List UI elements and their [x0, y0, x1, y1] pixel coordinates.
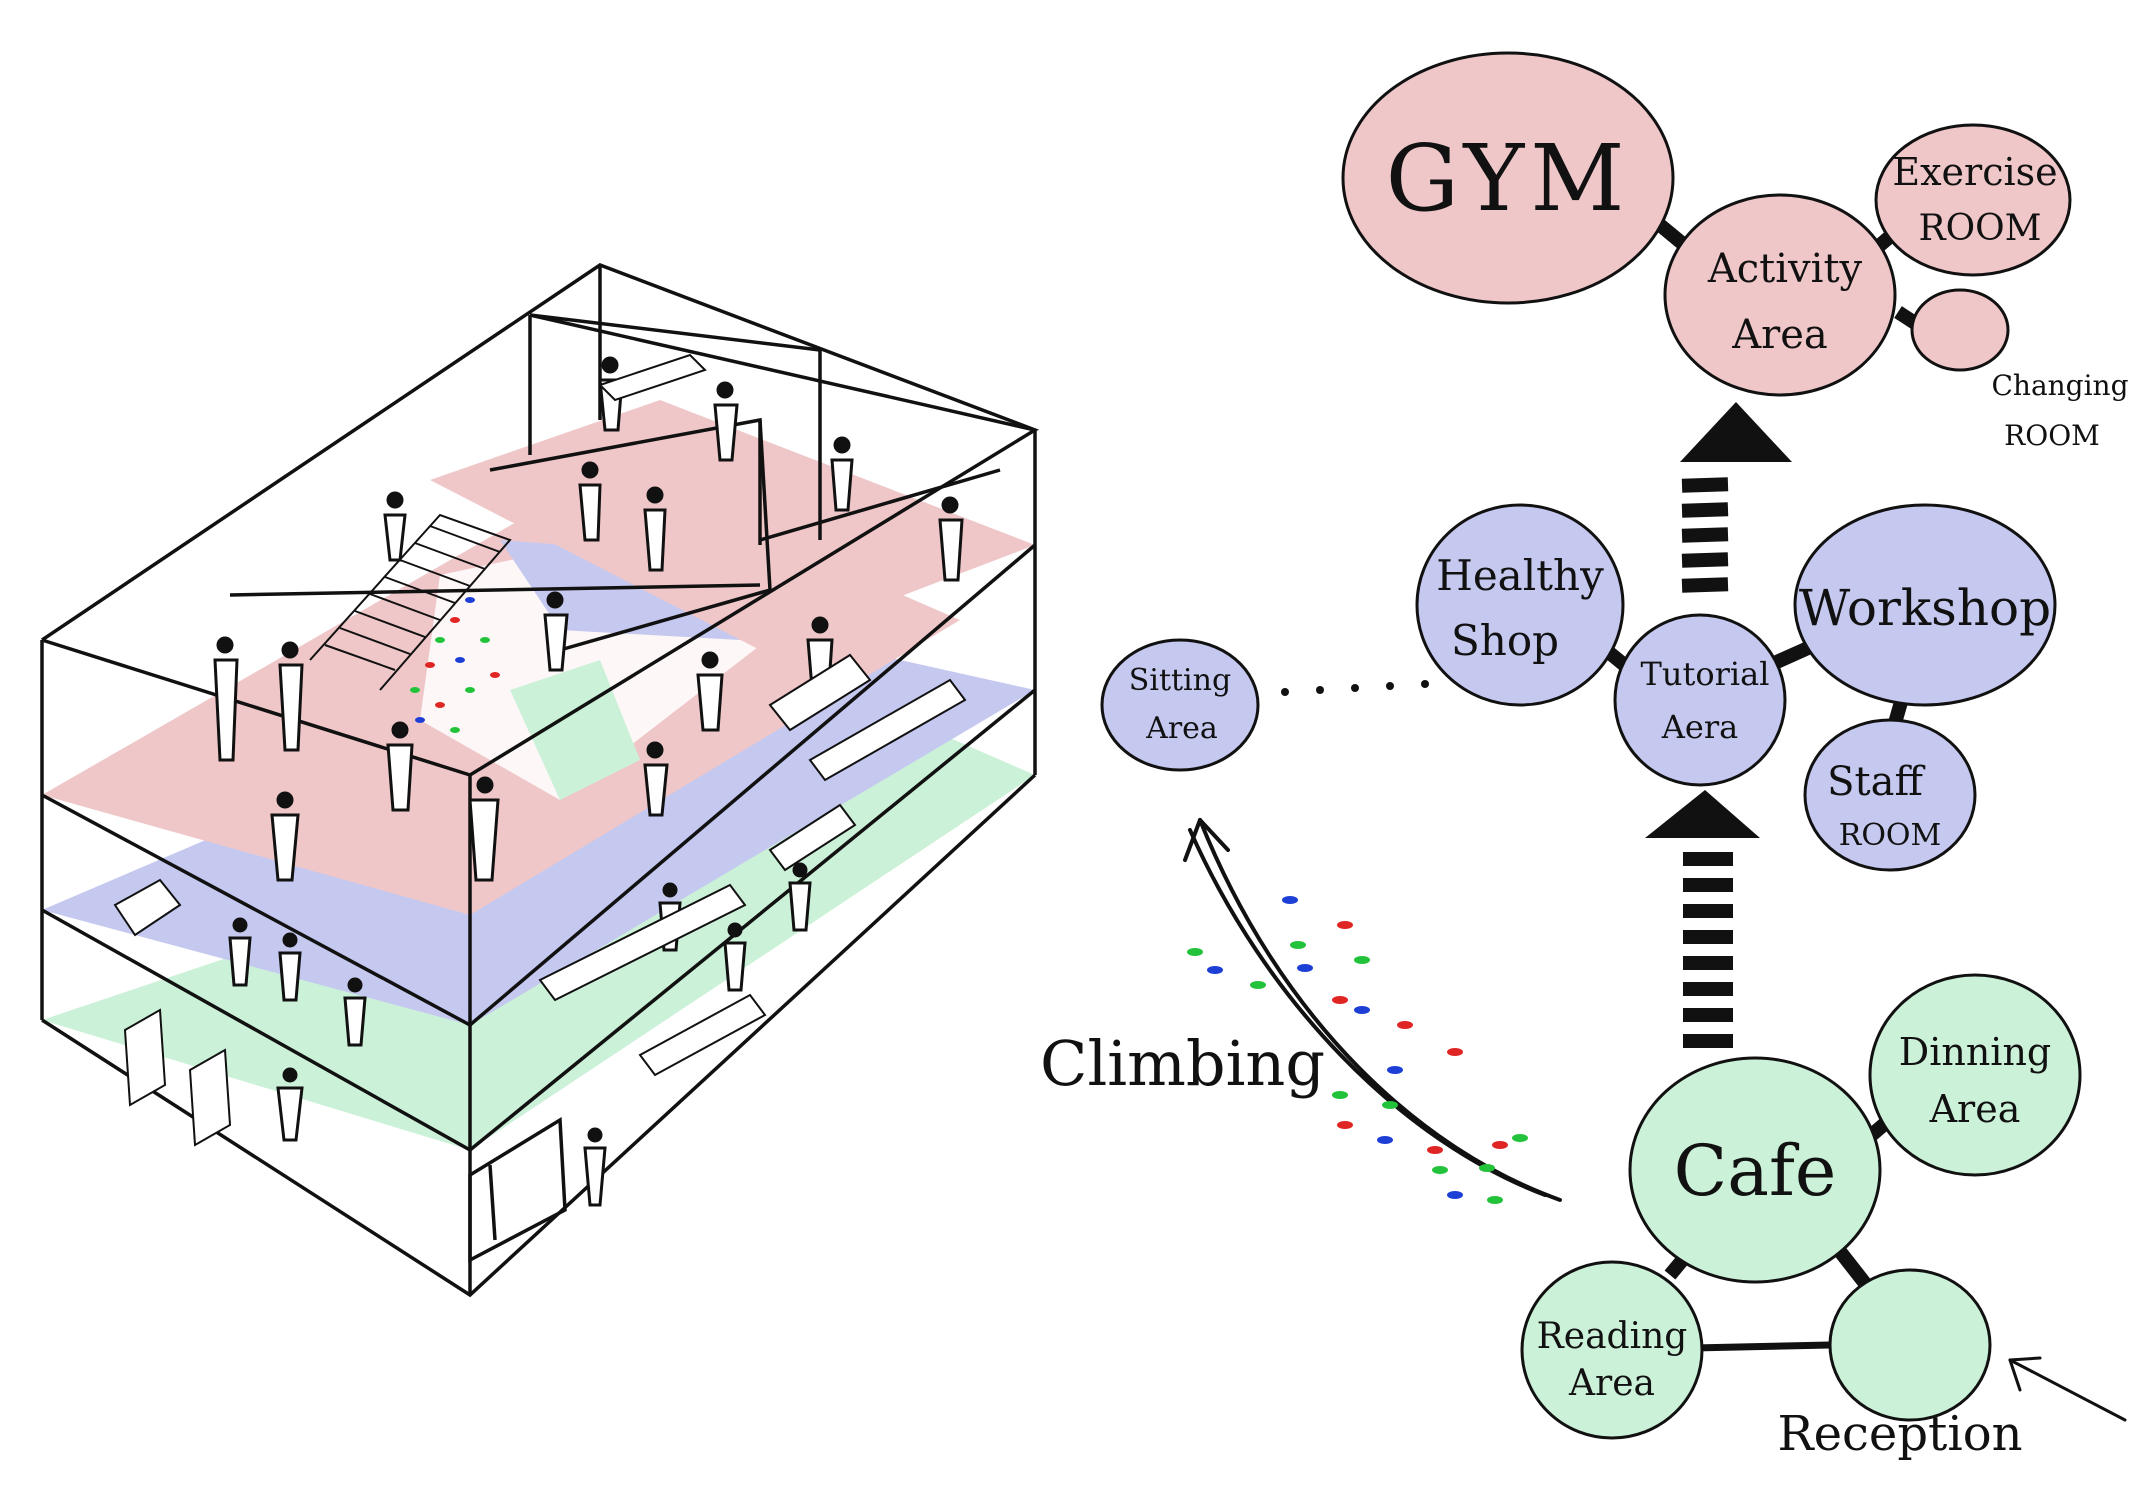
exercise-room-label-1: Exercise [1892, 150, 2057, 194]
dinning-area-label-1: Dinning [1899, 1030, 2052, 1074]
climbing-wall-holds [410, 597, 500, 733]
person-figure [788, 862, 812, 932]
person-figure [468, 776, 500, 882]
reading-area-label-1: Reading [1537, 1316, 1688, 1357]
entry-arrow [2008, 1356, 2127, 1422]
reception-bubble [1828, 1268, 1992, 1422]
gym-bubble [1341, 51, 1675, 305]
activity-area-label-2: Area [1731, 312, 1828, 358]
person-figure [643, 486, 667, 572]
person-figure [938, 496, 964, 582]
workshop-bubble [1793, 503, 2057, 707]
healthy-shop-label-2: Shop [1451, 616, 1559, 665]
person-figure [830, 436, 854, 512]
person-figure [270, 791, 300, 882]
exercise-room-bubble [1874, 123, 2072, 277]
person-figure [723, 922, 747, 992]
person-figure [228, 917, 252, 987]
healthy-shop-bubble [1415, 503, 1625, 707]
gym-label: GYM [1386, 125, 1631, 232]
changing-room-label-1: Changing [1991, 369, 2128, 402]
dinning-area-label-2: Area [1929, 1087, 2021, 1131]
sitting-area-label-1: Sitting [1129, 663, 1231, 698]
reading-area-label-2: Area [1568, 1363, 1655, 1404]
axonometric-building [40, 263, 1039, 1298]
staff-room-bubble [1803, 718, 1977, 872]
person-figure [578, 461, 602, 542]
staff-room-label-1: Staff [1827, 759, 1925, 805]
sitting-area-bubble [1100, 638, 1260, 772]
climbing-label: Climbing [1040, 1027, 1325, 1100]
arrow-cafe-to-tutorial [1645, 790, 1760, 1048]
person-figure [383, 491, 407, 562]
void-green [510, 660, 640, 800]
person-figure [276, 1067, 304, 1142]
sitting-dotted-link [1281, 680, 1429, 696]
sitting-area-label-2: Area [1145, 711, 1218, 746]
person-figure [643, 741, 669, 817]
bubble-diagram: GYM Activity Area Exercise ROOM Changing… [1040, 51, 2129, 1462]
person-figure [583, 1127, 607, 1207]
reading-reception-link [1692, 1341, 1831, 1352]
person-figure [343, 977, 367, 1047]
cafe-bubble [1628, 1056, 1882, 1284]
cafe-label: Cafe [1674, 1130, 1837, 1212]
reception-label: Reception [1777, 1406, 2022, 1462]
furniture [113, 353, 967, 1147]
person-figure [213, 636, 239, 762]
tutorial-area-label-2: Aera [1661, 708, 1738, 746]
dinning-area-bubble [1868, 973, 2082, 1177]
climbing-holds [1187, 896, 1528, 1204]
changing-room-bubble [1910, 288, 2010, 372]
person-figure [543, 591, 569, 672]
arrow-tutorial-to-activity [1680, 402, 1792, 593]
changing-room-label-2: ROOM [2004, 419, 2100, 452]
person-figure [278, 641, 304, 752]
upper-floor-zone [430, 400, 1035, 650]
stair [309, 513, 512, 691]
staff-room-label-2: ROOM [1839, 818, 1942, 853]
person-figure [278, 932, 302, 1002]
exercise-room-label-2: ROOM [1919, 208, 2042, 249]
people-figures [213, 356, 964, 1207]
person-figure [696, 651, 724, 732]
person-figure [713, 381, 739, 462]
workshop-label: Workshop [1799, 579, 2051, 637]
tutorial-area-bubble [1613, 613, 1787, 787]
activity-area-label-1: Activity [1707, 246, 1863, 292]
healthy-shop-label-1: Healthy [1436, 551, 1604, 600]
building-outline [40, 263, 1039, 1298]
person-figure [386, 721, 414, 812]
activity-area-bubble [1663, 193, 1897, 397]
reading-area-bubble [1520, 1260, 1704, 1440]
tutorial-area-label-1: Tutorial [1641, 655, 1770, 693]
